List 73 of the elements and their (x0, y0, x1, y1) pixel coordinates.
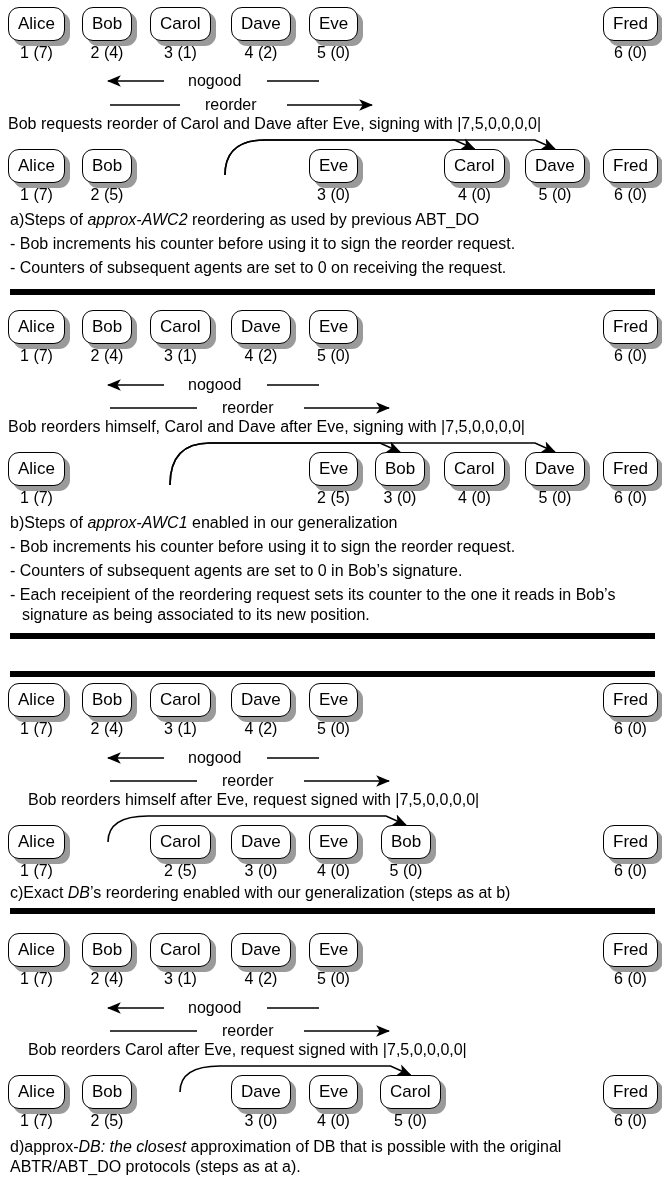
reorder-arrow (107, 814, 408, 843)
step-description: Bob requests reorder of Carol and Dave after Eve, signing with |7,5,0,0,0,0| (8, 114, 542, 134)
message-label: nogood (188, 748, 242, 768)
message-label: reorder (222, 771, 274, 791)
counter-label: 6 (0) (614, 44, 647, 62)
reorder-arrow (169, 441, 557, 486)
counter-label: 3 (0) (317, 186, 350, 204)
counter-label: 1 (7) (20, 970, 53, 988)
counter-label: 6 (0) (614, 862, 647, 880)
counter-label: 5 (0) (394, 1112, 427, 1130)
counter-label: 4 (0) (458, 489, 491, 507)
caption-text: - Bob increments his counter before using it to sign the reorder request. (10, 234, 516, 254)
counter-label: 4 (2) (244, 720, 278, 738)
counter-label: 6 (0) (614, 970, 647, 988)
counter-label: 3 (0) (383, 489, 417, 507)
counter-label: 5 (0) (389, 862, 423, 880)
counter-label: 5 (0) (317, 720, 350, 738)
counter-label: 6 (0) (614, 347, 647, 365)
counter-label: 1 (7) (20, 186, 53, 204)
message-label: reorder (205, 95, 257, 115)
counter-label: 5 (0) (538, 489, 572, 507)
counter-label: 2 (4) (90, 970, 124, 988)
counter-label: 1 (7) (20, 489, 53, 507)
counter-label: 4 (2) (244, 970, 278, 988)
counter-label: 2 (5) (90, 186, 124, 204)
counter-label: 2 (4) (90, 44, 124, 62)
counter-label: 3 (1) (164, 720, 197, 738)
message-label: reorder (222, 1021, 274, 1041)
counter-label: 4 (0) (317, 862, 350, 880)
reorder-arrow (224, 138, 557, 176)
step-description: Bob reorders Carol after Eve, request signed with |7,5,0,0,0,0| (28, 1040, 467, 1060)
counter-label: 4 (2) (244, 44, 278, 62)
caption-text: a)Steps of approx-AWC2 reordering as used by previous ABT_DO (10, 210, 480, 230)
step-description: Bob reorders himself after Eve, request signed with |7,5,0,0,0,0| (28, 790, 480, 810)
counter-label: 3 (1) (164, 347, 197, 365)
caption-text: - Bob increments his counter before using it to sign the reorder request. (10, 537, 516, 557)
counter-label: 1 (7) (20, 347, 53, 365)
counter-label: 4 (0) (458, 186, 491, 204)
caption-text: b)Steps of approx-AWC1 enabled in our generalization (10, 513, 398, 533)
message-label: nogood (188, 71, 242, 91)
caption-text: c)Exact DB’s reordering enabled with our generalization (steps as at b) (10, 883, 511, 903)
message-label: nogood (188, 998, 242, 1018)
counter-label: 6 (0) (614, 186, 647, 204)
caption-text: - Counters of subsequent agents are set to 0 on receiving the request. (10, 258, 507, 278)
counter-label: 3 (0) (244, 1112, 278, 1130)
counter-label: 4 (2) (244, 347, 278, 365)
counter-label: 5 (0) (317, 44, 350, 62)
counter-label: 3 (1) (164, 44, 197, 62)
message-label: reorder (222, 398, 274, 418)
caption-text: - Each receipient of the reordering request sets its counter to the one it reads in Bob’s signature as being associated to its new position. (10, 585, 617, 625)
counter-label: 1 (7) (20, 862, 53, 880)
counter-label: 5 (0) (538, 186, 572, 204)
counter-label: 5 (0) (317, 347, 350, 365)
message-label: nogood (188, 375, 242, 395)
caption-text: - Counters of subsequent agents are set to 0 in Bob’s signature. (10, 561, 463, 581)
counter-label: 1 (7) (20, 720, 53, 738)
counter-label: 2 (4) (90, 720, 124, 738)
counter-label: 1 (7) (20, 1112, 53, 1130)
counter-label: 3 (1) (164, 970, 197, 988)
caption-text: d)approx-DB: the closest approximation of DB that is possible with the original ABTR/ABT_DO protocols (steps as at a). (10, 1137, 563, 1177)
counter-label: 2 (5) (164, 862, 197, 880)
counter-label: 4 (0) (317, 1112, 350, 1130)
counter-label: 6 (0) (614, 720, 647, 738)
counter-label: 2 (4) (90, 347, 124, 365)
counter-label: 6 (0) (614, 489, 647, 507)
counter-label: 1 (7) (20, 44, 53, 62)
step-description: Bob reorders himself, Carol and Dave after Eve, signing with |7,5,0,0,0,0| (8, 417, 526, 437)
counter-label: 2 (5) (317, 489, 350, 507)
counter-label: 2 (5) (90, 1112, 124, 1130)
reorder-arrow (179, 1064, 412, 1093)
counter-label: 3 (0) (244, 862, 278, 880)
counter-label: 6 (0) (614, 1112, 647, 1130)
counter-label: 5 (0) (317, 970, 350, 988)
